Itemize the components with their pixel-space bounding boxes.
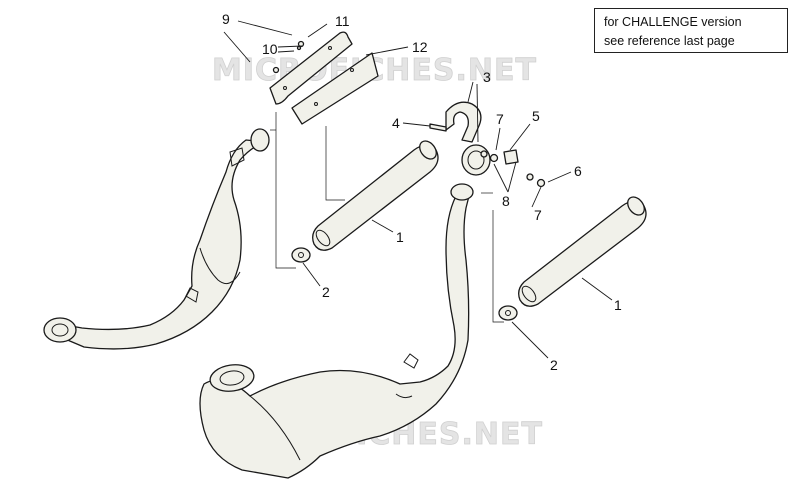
callout-7-upper: 7 xyxy=(496,111,504,127)
clamp-assembly xyxy=(429,101,546,188)
leader-lines xyxy=(223,20,613,359)
callout-4: 4 xyxy=(392,115,400,131)
right-silencer xyxy=(518,196,647,307)
heat-shield-plate xyxy=(269,31,353,105)
callout-1-left: 1 xyxy=(396,229,404,245)
callout-11: 11 xyxy=(335,13,350,29)
note-line-1: for CHALLENGE version xyxy=(604,15,742,29)
callout-5: 5 xyxy=(532,108,540,124)
heat-shield-gasket xyxy=(291,52,379,125)
challenge-version-note: for CHALLENGE version see reference last… xyxy=(594,8,788,53)
right-exhaust-header xyxy=(199,183,474,479)
callout-2-left: 2 xyxy=(322,284,330,300)
callout-9: 9 xyxy=(222,11,230,27)
right-silencer-gasket xyxy=(498,305,518,321)
screws xyxy=(272,40,305,74)
callout-6: 6 xyxy=(574,163,582,179)
callout-3: 3 xyxy=(483,69,491,85)
assembly-guides xyxy=(270,112,504,323)
callout-7-lower: 7 xyxy=(534,207,542,223)
note-line-2: see reference last page xyxy=(604,34,735,48)
callout-12: 12 xyxy=(412,39,428,55)
callout-1-right: 1 xyxy=(614,297,622,313)
left-silencer xyxy=(312,140,439,251)
callout-10: 10 xyxy=(262,41,278,57)
left-exhaust-header xyxy=(43,128,270,350)
callout-2-right: 2 xyxy=(550,357,558,373)
left-silencer-gasket xyxy=(291,247,311,263)
callout-8: 8 xyxy=(502,193,510,209)
